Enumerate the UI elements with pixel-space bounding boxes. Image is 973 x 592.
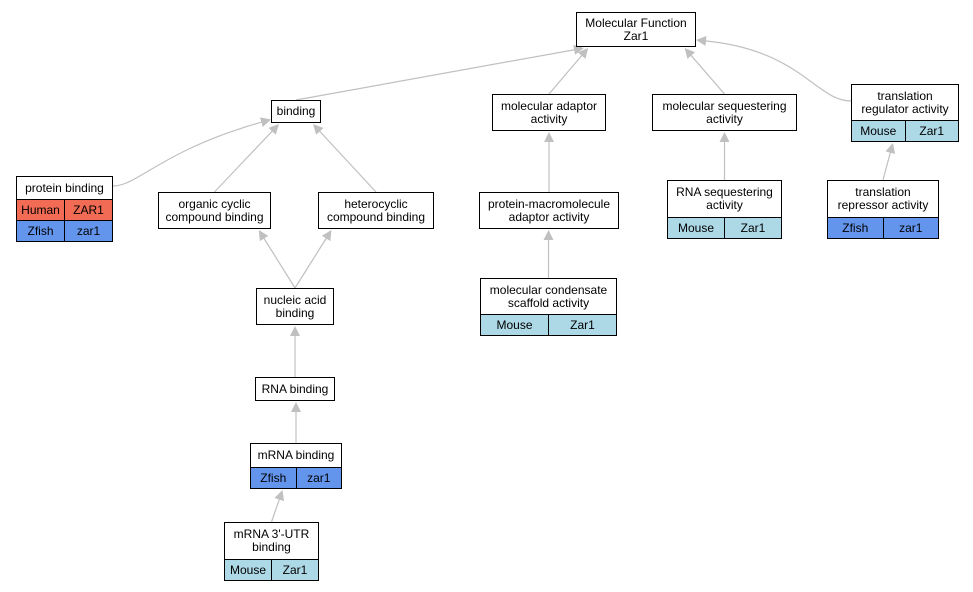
node-binding[interactable]: binding: [271, 100, 321, 123]
node-molecular-adaptor-activity[interactable]: molecular adaptor activity: [492, 94, 606, 131]
edge-utr-to-mrnabind: [270, 498, 281, 523]
node-translation-regulator-activity[interactable]: translation regulator activity Mouse Zar1: [851, 84, 959, 142]
node-title: mRNA 3'-UTR binding: [233, 527, 310, 554]
node-title: Molecular Function Zar1: [585, 15, 687, 43]
species-cell: Mouse: [677, 220, 715, 235]
species-cell: Mouse: [860, 123, 897, 138]
edge-nucleic-to-organic-arrowhead: [258, 230, 269, 242]
node-mrna-binding[interactable]: mRNA binding Zfish zar1: [250, 443, 342, 489]
node-translation-repressor-activity[interactable]: translation repressor activity Zfish zar1: [827, 180, 939, 239]
edge-nucleic-to-hetero: [294, 237, 328, 289]
edge-organic-to-binding-arrowhead: [268, 124, 279, 135]
species-cell: Zfish: [260, 470, 287, 485]
edge-condensate-to-protmacro-arrowhead: [543, 230, 554, 240]
node-title: molecular adaptor activity: [500, 98, 598, 126]
annotation-row: Zfish zar1: [251, 467, 341, 488]
gene-cell: zar1: [64, 221, 112, 241]
edge-binding-to-root-arrowhead: [573, 44, 584, 55]
species-cell: Zfish: [842, 220, 869, 235]
edge-seq-to-root-arrowhead: [684, 48, 696, 59]
edge-protmacro-to-adaptor-arrowhead: [544, 132, 554, 142]
gene-cell: Zar1: [548, 315, 616, 335]
species-cell: Zfish: [27, 223, 54, 238]
edge-utr-to-mrnabind-arrowhead: [274, 490, 284, 502]
node-molecular-sequestering-activity[interactable]: molecular sequestering activity: [652, 94, 797, 131]
annotation-row: Mouse Zar1: [481, 314, 616, 335]
gene-cell: ZAR1: [64, 200, 112, 220]
edge-rnaseq-to-seq-arrowhead: [719, 132, 730, 142]
edge-nucleic-to-hetero-arrowhead: [321, 230, 332, 242]
edge-transrep-to-transreg: [882, 151, 892, 181]
edge-hetero-to-binding: [318, 130, 377, 193]
node-protein-macromolecule-adaptor-activity[interactable]: protein-macromolecule adaptor activity: [479, 192, 619, 229]
node-rna-binding[interactable]: RNA binding: [255, 377, 335, 401]
edge-seq-to-root: [690, 54, 725, 95]
node-title: translation repressor activity: [837, 185, 929, 212]
edge-protbind-to-binding: [112, 121, 263, 187]
node-molecular-function-zar1[interactable]: Molecular Function Zar1: [576, 12, 696, 47]
edge-transrep-to-transreg-arrowhead: [885, 143, 896, 154]
node-title: protein binding: [25, 180, 104, 195]
edge-mrnabind-to-rnabind-arrowhead: [291, 402, 301, 412]
edge-protbind-to-binding-arrowhead: [260, 117, 271, 128]
edge-nucleic-to-organic: [263, 237, 296, 289]
species-cell: Mouse: [496, 317, 533, 332]
gene-cell: Zar1: [271, 560, 318, 580]
annotation-row: Human ZAR1: [17, 199, 112, 220]
gene-cell: zar1: [295, 468, 342, 488]
edge-rnabind-to-nucleic-arrowhead: [290, 326, 300, 336]
node-heterocyclic-compound-binding[interactable]: heterocyclic compound binding: [318, 192, 434, 229]
node-title: binding: [276, 104, 316, 118]
node-rna-sequestering-activity[interactable]: RNA sequestering activity Mouse Zar1: [667, 180, 782, 239]
node-molecular-condensate-scaffold-activity[interactable]: molecular condensate scaffold activity M…: [480, 278, 617, 336]
edge-hetero-to-binding-arrowhead: [313, 124, 324, 135]
node-title: translation regulator activity: [861, 88, 949, 116]
node-title: organic cyclic compound binding: [165, 196, 264, 224]
gene-cell: zar1: [882, 218, 939, 238]
node-nucleic-acid-binding[interactable]: nucleic acid binding: [256, 288, 334, 325]
node-title: mRNA binding: [257, 448, 335, 462]
gene-cell: Zar1: [724, 218, 781, 238]
node-title: nucleic acid binding: [263, 292, 327, 320]
edge-transreg-to-root: [704, 40, 852, 102]
node-organic-cyclic-compound-binding[interactable]: organic cyclic compound binding: [158, 192, 271, 229]
node-title: molecular condensate scaffold activity: [489, 282, 608, 310]
node-title: protein-macromolecule adaptor activity: [487, 196, 611, 224]
gene-cell: Zar1: [904, 121, 959, 141]
node-title: RNA sequestering activity: [676, 185, 773, 212]
node-title: RNA binding: [261, 381, 329, 396]
edge-binding-to-root: [295, 49, 576, 101]
edge-organic-to-binding: [214, 130, 274, 193]
annotation-row: Zfish zar1: [828, 217, 938, 238]
edge-transreg-to-root-arrowhead: [696, 35, 707, 46]
annotation-row: Mouse Zar1: [852, 120, 958, 141]
edge-adaptor-to-root: [548, 54, 583, 95]
annotation-row: Zfish zar1: [17, 220, 112, 241]
annotation-row: Mouse Zar1: [225, 559, 318, 580]
node-mrna-3-utr-binding[interactable]: mRNA 3'-UTR binding Mouse Zar1: [224, 522, 319, 581]
edge-adaptor-to-root-arrowhead: [577, 48, 589, 59]
species-cell: Mouse: [229, 562, 267, 577]
node-title: heterocyclic compound binding: [326, 196, 426, 224]
annotation-row: Mouse Zar1: [668, 217, 781, 238]
species-cell: Human: [21, 202, 60, 217]
node-title: molecular sequestering activity: [662, 98, 787, 126]
